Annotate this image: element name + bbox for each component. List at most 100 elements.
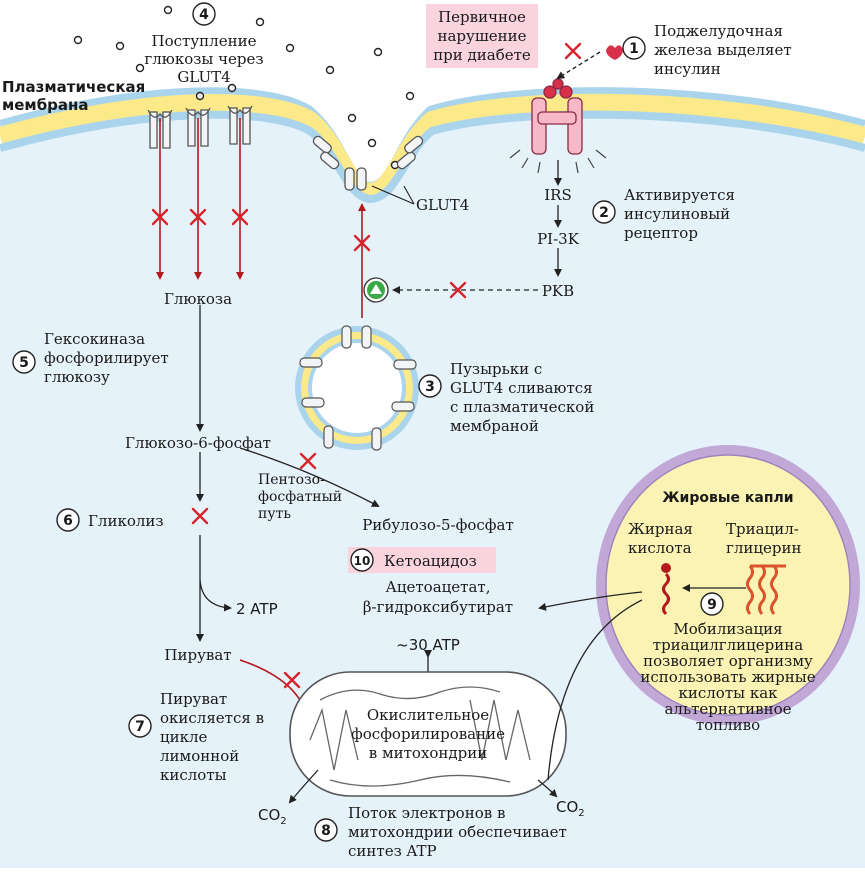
primary-defect-text-line-2: нарушение [437,27,526,45]
mitochondrion-text-line-1: Окислительное [367,706,489,724]
step-5-number: 5 [19,355,29,371]
step-10-number-circle [350,548,374,572]
signaling-arrows [196,160,562,672]
step-9-text-line-4: использовать жирные [640,668,815,686]
mitochondrion-text-line-3: в митохондрии [369,744,488,762]
step-3-text-line-2: GLUT4 сливаются [450,379,593,397]
step-10-number: 10 [354,554,371,568]
step-4-text-line-3: GLUT4 [177,68,230,86]
step-4-number: 4 [199,7,209,23]
blocked-x-mark [353,234,371,252]
pentose-pathway-text-line-2: фосфатный [258,489,342,505]
step-9-text-line-2: триацилглицерина [653,636,804,654]
step-4-text-line-1: Поступление [152,32,257,50]
step-2-number-circle [592,200,616,224]
mitochondrion-text-line-2: фосфорилирование [351,725,505,743]
step-8-text-line-3: синтез ATP [348,842,437,860]
pentose-pathway-text-line-1: Пентозо- [258,472,325,488]
g6p-label: Глюкозо-6-фосфат [125,434,271,452]
co2-left-label: CO2 [258,806,287,827]
fa-to-mito-arrow [547,599,643,781]
step-2-text-line-3: рецептор [624,224,698,242]
glut4-vesicle [295,325,419,451]
step-5-text-line-1: Гексокиназа [44,330,145,348]
fatty-acid-label-line-2: кислота [628,539,692,557]
step-6-number: 6 [63,513,73,529]
step-7-text-line-5: кислоты [160,766,227,784]
step-7-number: 7 [135,719,145,735]
step-1-number: 1 [629,41,639,57]
step-7-text-line-2: окисляется в [160,709,264,727]
step-8-number-circle [314,818,338,842]
step-5-number-circle [12,350,36,374]
blocked-x-mark [299,452,317,470]
pentose-pathway-text-line-3: путь [258,506,291,522]
step-7-text-line-4: лимонной [160,747,239,765]
ketone-bodies-text-line-1: Ацетоацетат, [386,578,491,596]
insulin-molecule [606,45,623,60]
pi3k-label: PI-3K [537,230,580,248]
step-9-text-line-5: кислоты как [678,684,778,702]
blocked-x-mark [191,507,209,525]
glut4-label: GLUT4 [416,196,469,214]
step-1-number-circle [622,36,646,60]
step-7-number-circle [128,714,152,738]
glucose-influx-arrows [156,118,366,318]
glucose-molecules [73,5,415,170]
step-8-text-line-2: митохондрии обеспечивает [348,823,567,841]
fatty-acid-label-line-1: Жирная [628,520,693,538]
step-6-text: Гликолиз [88,512,164,530]
step-5-text-line-3: глюкозу [44,368,110,386]
glucose-label: Глюкоза [164,290,232,308]
fatty-acid-icon [661,563,671,616]
atp-2-label: 2 ATP [236,600,278,618]
step-7-text-line-1: Пируват [160,690,227,708]
step-2-number: 2 [599,205,609,221]
step-9-text-line-1: Мобилизация [673,620,782,638]
pyruvate-label: Пируват [164,646,231,664]
blocked-x-mark [449,281,467,299]
plasma-membrane [0,93,865,202]
co2-right-label: CO2 [556,798,585,819]
glut4-transporter-group [147,105,253,149]
step-4-number-circle [192,2,216,26]
step-8-number: 8 [321,823,331,839]
primary-defect-box [426,4,538,68]
step-4-text-line-2: глюкозы через [144,50,263,68]
pkb-label: PKB [542,282,574,300]
plasma-membrane-inner [0,110,865,204]
triacylglycerol-label-line-1: Триацил- [726,520,799,538]
step-3-text-line-4: мембраной [450,417,539,435]
step-9-text-line-7: топливо [696,716,760,734]
blocked-x-mark [231,208,249,226]
step-9-number-circle [700,592,724,616]
irs-label: IRS [544,186,572,204]
co2-arrow-right [537,779,558,798]
step-9-text-line-3: позволяет организму [643,652,813,670]
step-9-text-line-6: альтернативное [664,700,791,718]
step-8-text-line-1: Поток электронов в [348,804,505,822]
step-9-number: 9 [707,597,717,613]
ribulose-label: Рибулозо-5-фосфат [362,516,514,534]
blocked-marks [151,42,582,689]
step-3-text-line-3: с плазматической [450,398,594,416]
triacylglycerol-label-line-2: глицерин [726,539,802,557]
membrane-label-line-2: мембрана [2,96,89,114]
step-1-text-line-1: Поджелудочная [654,22,783,40]
atp-30-label: ~30 ATP [396,636,460,654]
ketone-bodies-text-line-2: β-гидроксибутират [363,598,513,616]
triacylglycerol-icon [746,564,786,615]
step-3-text-line-1: Пузырьки с [450,360,542,378]
step-3-number: 3 [425,379,435,395]
membrane-label-line-1: Плазматическая [2,78,145,96]
fat-droplet [596,445,860,725]
blocked-x-mark [151,208,169,226]
signal-node [363,277,389,303]
step-3-number-circle [418,374,442,398]
step-7-text-line-3: цикле [160,728,208,746]
step-5-text-line-2: фосфорилирует [44,349,169,367]
step-1-text-line-2: железа выделяет [654,41,792,59]
receptor-activation-rays [509,149,607,174]
